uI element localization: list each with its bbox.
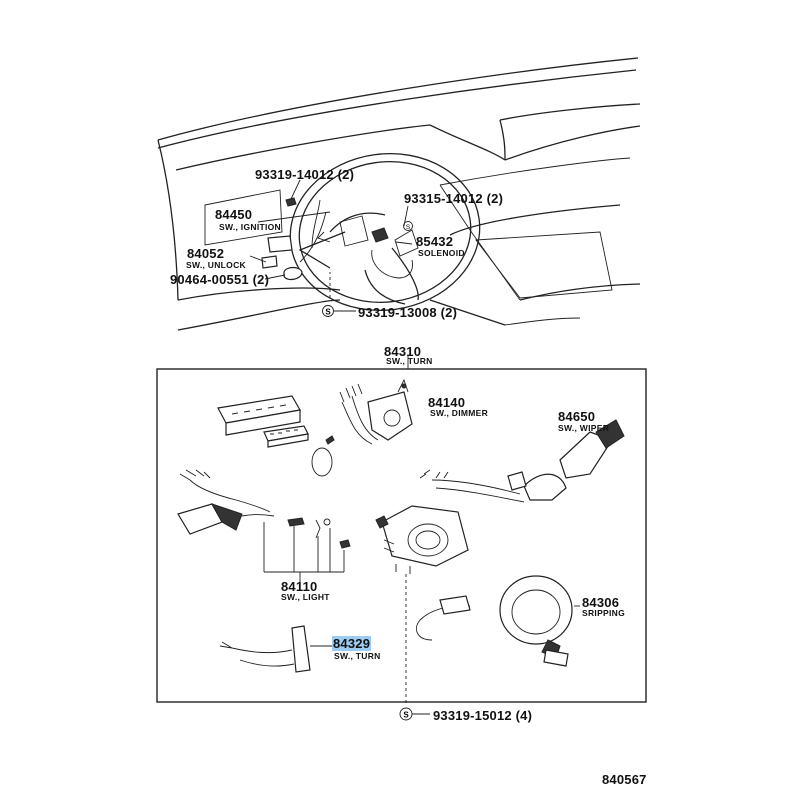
screw-bottom: S xyxy=(399,707,430,721)
turn-switch-body xyxy=(375,505,469,706)
turn-subswitch-part xyxy=(219,625,332,673)
part-name-ignition-switch: SW., IGNITION xyxy=(219,222,281,232)
part-name-wiper-switch: SW., WIPER xyxy=(558,423,610,433)
highlighted-part-number[interactable]: 84329 xyxy=(332,636,372,651)
part-name-turn-switch-assembly: SW., TURN xyxy=(386,356,433,366)
part-number-84140[interactable]: 84140 xyxy=(428,395,466,410)
part-name-spiral-cable: SRIPPING xyxy=(582,608,626,618)
dimmer-switch-part xyxy=(339,378,413,445)
s-mark-top-2: S xyxy=(325,308,331,317)
part-name-solenoid: SOLENOID xyxy=(418,248,465,258)
connector-block-parts xyxy=(217,395,335,477)
part-number-93319-14012[interactable]: 93319-14012 (2) xyxy=(255,167,355,182)
s-mark-bottom: S xyxy=(403,711,409,720)
dashboard-illustration xyxy=(157,57,641,331)
s-mark-top-1: S xyxy=(406,224,411,231)
spiral-cable-part xyxy=(416,575,580,667)
part-number-90464-00551[interactable]: 90464-00551 (2) xyxy=(170,272,270,287)
part-number-84450[interactable]: 84450 xyxy=(215,207,253,222)
wiper-switch-part xyxy=(419,419,625,503)
part-name-dimmer-switch: SW., DIMMER xyxy=(430,408,489,418)
part-name-light-switch: SW., LIGHT xyxy=(281,592,330,602)
part-number-93319-15012[interactable]: 93319-15012 (4) xyxy=(433,708,533,723)
part-number-84310[interactable]: 84310 xyxy=(384,344,422,359)
diagram-code: 840567 xyxy=(602,772,647,787)
part-number-84110[interactable]: 84110 xyxy=(281,579,318,594)
part-name-unlock-switch: SW., UNLOCK xyxy=(186,260,246,270)
part-name-turn-subswitch: SW., TURN xyxy=(334,651,381,661)
top-leader-lines: S S xyxy=(249,179,413,317)
light-switch-part xyxy=(177,469,351,584)
steering-wheel xyxy=(261,152,481,312)
part-number-84650[interactable]: 84650 xyxy=(558,409,596,424)
part-number-93315-14012[interactable]: 93315-14012 (2) xyxy=(404,191,504,206)
part-number-85432[interactable]: 85432 xyxy=(416,234,454,249)
assembly-frame xyxy=(156,356,647,703)
part-number-84052[interactable]: 84052 xyxy=(187,246,225,261)
part-number-84306[interactable]: 84306 xyxy=(582,595,620,610)
part-number-93319-13008[interactable]: 93319-13008 (2) xyxy=(358,305,458,320)
part-number-84329[interactable]: 84329 xyxy=(332,636,372,651)
